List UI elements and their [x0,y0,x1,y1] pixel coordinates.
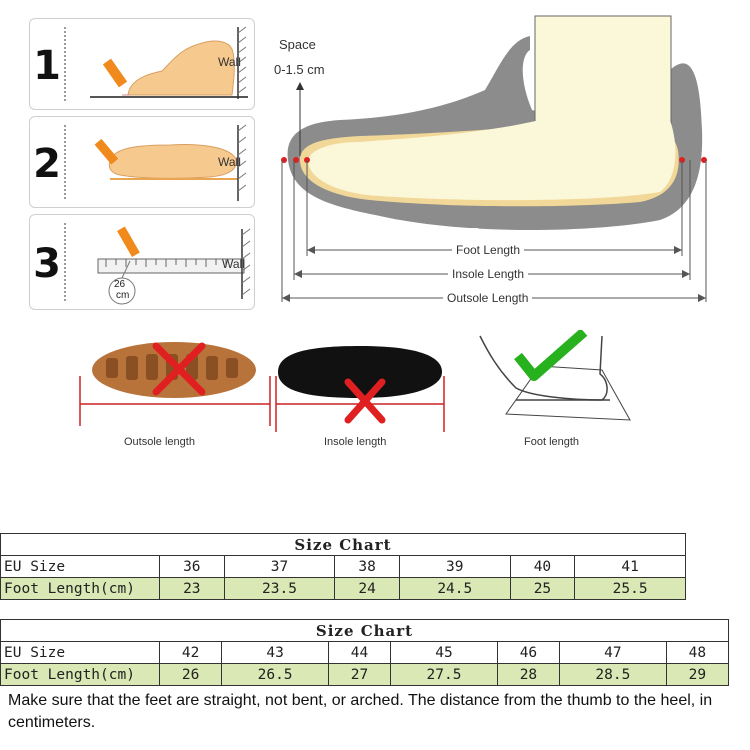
table-cell: 38 [334,555,400,578]
table-row-eu-size: EU Size 36 37 38 39 40 41 [0,555,686,578]
table-cell: 26 [158,663,223,686]
table-cell: 39 [398,555,511,578]
table-cell: 47 [559,641,667,664]
table-cell: 46 [496,641,561,664]
step-number: 1 [33,43,61,89]
wall-label: Wall [218,155,241,169]
foot-length-example-illustration [479,330,631,421]
step-panel-3: 3 26 cm Wall [29,214,255,310]
space-label: Space [279,37,316,52]
wall-label: Wall [218,55,241,69]
pencil-icon [94,138,119,165]
row-label-foot-length: Foot Length(cm) [0,577,160,600]
table-cell: 28.5 [559,663,667,686]
ruler-value: 26 [114,279,126,290]
table-cell: 29 [665,663,730,686]
step-number: 2 [33,141,61,187]
table-cell: 48 [665,641,730,664]
table-row-eu-size: EU Size 42 43 44 45 46 47 48 [0,641,730,664]
table-cell: 37 [223,555,336,578]
foot-on-floor-illustration [90,26,248,99]
table-cell: 27.5 [390,663,498,686]
shoe-cross-section-diagram [281,15,707,302]
outsole-length-label: Outsole Length [443,291,533,305]
insole-example-illustration [275,346,445,432]
outsole-example-illustration [79,342,271,426]
table-title: Size Chart [0,533,686,556]
ruler-unit: cm [116,290,130,301]
row-label-foot-length: Foot Length(cm) [0,663,160,686]
table-row-foot-length: Foot Length(cm) 23 23.5 24 24.5 25 25.5 [0,577,686,600]
table-cell: 44 [327,641,392,664]
foot-top-view-illustration [94,124,247,201]
table-cell: 36 [159,555,225,578]
wrong-x-icon [152,342,206,396]
foot-length-label: Foot Length [452,243,525,257]
step-number: 3 [33,241,61,287]
step-panel-1: 1 Wall [29,18,255,110]
table-cell: 45 [390,641,498,664]
insole-length-label: Insole Length [448,267,529,281]
correct-check-icon [514,330,588,381]
table-cell: 24.5 [398,577,511,600]
measurement-note: Make sure that the feet are straight, no… [8,692,713,731]
pencil-icon [102,58,128,88]
table-title: Size Chart [0,619,729,642]
step-panel-2: 2 Wall [29,116,255,208]
table-cell: 42 [158,641,223,664]
table-cell: 41 [574,555,686,578]
table-cell: 25.5 [574,577,686,600]
space-range-label: 0-1.5 cm [274,62,325,77]
table-cell: 27 [327,663,392,686]
insole-example-label: Insole length [324,436,387,448]
wall-label: Wall [222,257,245,271]
outsole-example-label: Outsole length [124,436,195,448]
foot-example-label: Foot length [524,436,580,448]
size-chart-table-2: Size Chart EU Size 42 43 44 45 46 47 48 … [0,619,730,686]
wrong-x-icon [344,378,386,424]
table-row-foot-length: Foot Length(cm) 26 26.5 27 27.5 28 28.5 … [0,663,730,686]
table-cell: 24 [334,577,400,600]
table-cell: 43 [221,641,329,664]
row-label-eu-size: EU Size [0,641,160,664]
table-cell: 26.5 [221,663,329,686]
table-cell: 25 [509,577,576,600]
ruler-illustration [97,226,251,305]
table-cell: 23.5 [223,577,336,600]
table-cell: 28 [496,663,561,686]
pencil-icon [117,226,140,257]
row-label-eu-size: EU Size [0,555,160,578]
size-chart-table-1: Size Chart EU Size 36 37 38 39 40 41 Foo… [0,533,686,600]
table-cell: 23 [159,577,225,600]
table-cell: 40 [509,555,576,578]
